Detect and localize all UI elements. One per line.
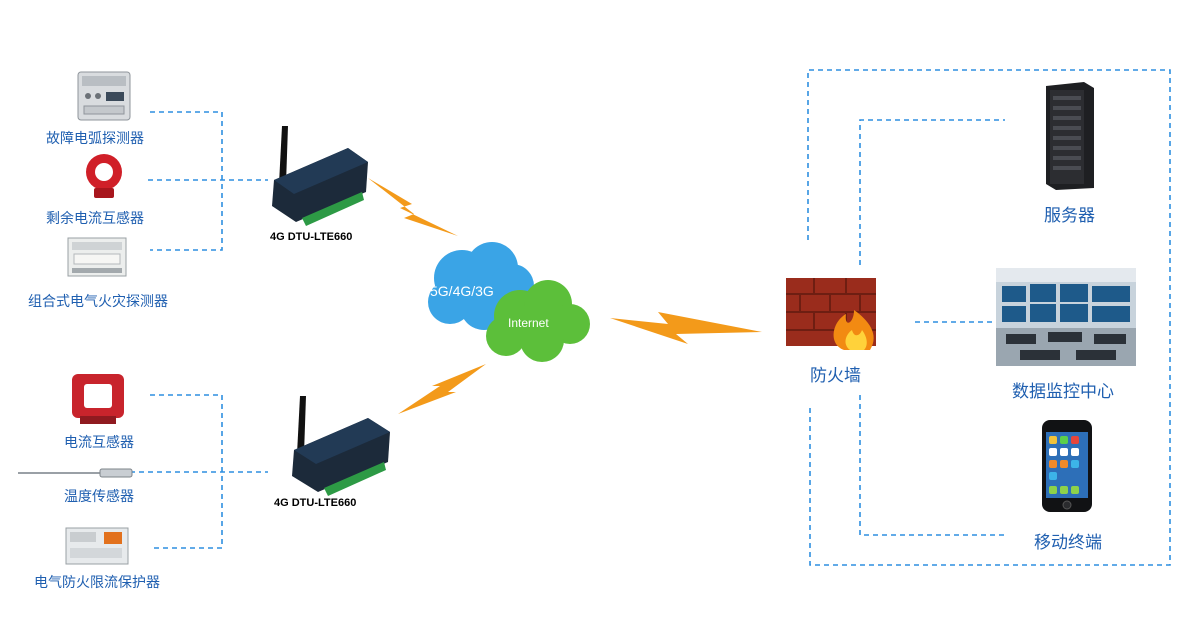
dtu-gateway-top-icon [272,126,368,226]
lightning-right-icon [610,312,762,344]
current-transformer-icon [72,374,124,424]
mobile-phone-icon [1042,420,1092,512]
monitoring-center-label: 数据监控中心 [1012,382,1114,402]
cloud-blue-icon [428,242,534,330]
arc-fault-detector-icon [77,71,131,121]
server-rack-icon [1046,82,1094,190]
firewall-icon [786,278,876,350]
sensor-label-combined-detector: 组合式电气火灾探测器 [28,294,168,310]
sensor-label-temperature: 温度传感器 [64,489,134,505]
combined-fire-detector-icon [67,237,127,277]
network-clouds [428,242,590,362]
temperature-sensor-icon [18,468,133,478]
cloud-green-icon [486,280,590,362]
sensor-label-current-transformer: 电流互感器 [64,435,134,451]
cloud-blue-label: 5G/4G/3G [430,283,494,299]
mobile-link [859,395,1005,536]
lightning-bottom-icon [398,364,486,414]
sensor-label-arc-fault: 故障电弧探测器 [46,131,144,147]
gateway-label-top: 4G DTU-LTE660 [270,231,353,243]
residual-current-transformer-icon [86,154,122,198]
firewall-label: 防火墙 [810,366,861,386]
sensor-label-current-protector: 电气防火限流保护器 [34,575,160,591]
current-limiting-protector-icon [65,527,129,565]
dtu-gateway-bottom-icon [292,396,390,496]
lightning-top-icon [368,178,458,236]
monitoring-center-icon [996,268,1136,366]
outer-network-loop [807,69,1171,566]
sensor-label-residual-current: 剩余电流互感器 [46,211,144,227]
cloud-green-label: Internet [508,316,549,330]
top-sensor-bus [150,111,223,251]
server-label: 服务器 [1044,206,1095,226]
server-link [859,119,1005,265]
gateway-label-bottom: 4G DTU-LTE660 [274,497,357,509]
mobile-terminal-label: 移动终端 [1034,533,1102,553]
